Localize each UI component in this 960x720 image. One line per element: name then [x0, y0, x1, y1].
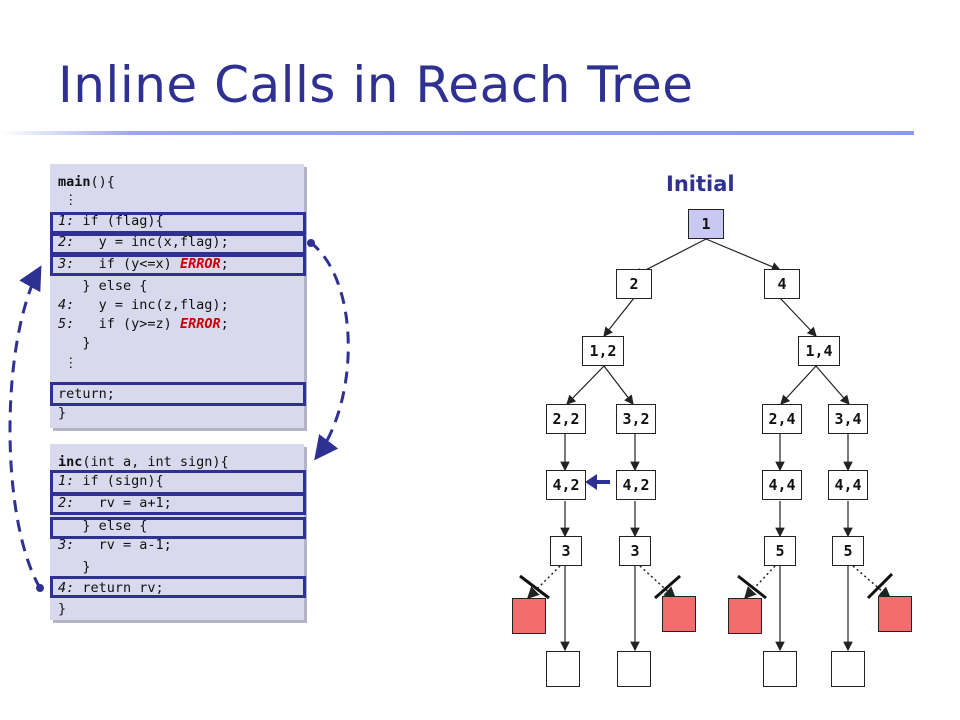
infeasible-cut [866, 572, 894, 600]
tree-node: 3,2 [616, 404, 656, 434]
main-code-end-brace: } [58, 405, 67, 421]
error-keyword: ERROR [179, 316, 221, 332]
error-keyword: ERROR [179, 256, 221, 272]
tree-node: 4 [764, 269, 800, 299]
highlight-main-line-1 [50, 212, 306, 234]
slide-title: Inline Calls in Reach Tree [58, 56, 694, 114]
main-code-line-0: main(){ [58, 174, 115, 190]
infeasible-cut [737, 574, 767, 600]
error-node [512, 598, 546, 634]
highlight-main-line-2 [50, 233, 306, 255]
main-code-ellipsis-2: ⋮ [64, 355, 78, 371]
main-code-ellipsis-1: ⋮ [64, 192, 78, 208]
inc-code-line-2: 2: rv = a+1; [58, 495, 172, 511]
tree-edge [779, 297, 817, 337]
main-code-close-brace: } [58, 335, 91, 351]
title-underline [0, 131, 914, 135]
highlight-inc-else [50, 517, 306, 539]
error-node [878, 596, 912, 632]
pointer-arrow-head [585, 474, 597, 490]
tree-node: 4,2 [546, 470, 586, 500]
return-arrow-start [36, 584, 44, 592]
tree-node: 2 [616, 269, 652, 299]
main-code-line-1: 1: if (flag){ [58, 213, 164, 229]
tree-node: 2,2 [546, 404, 586, 434]
infeasible-cut [519, 574, 550, 600]
leaf-node [763, 651, 797, 687]
leaf-node [617, 651, 651, 687]
highlight-inc-return [50, 576, 306, 598]
highlight-main-line-3 [50, 254, 306, 276]
infeasible-edge [743, 565, 776, 600]
highlight-main-return [50, 382, 306, 406]
tree-edge [815, 365, 850, 405]
tree-node: 3,4 [828, 404, 868, 434]
tree-state-label: Initial [666, 172, 735, 196]
highlight-inc-line-2 [50, 493, 306, 515]
tree-edge [603, 365, 634, 405]
inc-code-end-brace: } [58, 601, 67, 617]
tree-node: 4,2 [616, 470, 656, 500]
inc-code-else: } else { [58, 518, 148, 534]
tree-node: 5 [832, 536, 864, 566]
tree-node: 1,2 [582, 336, 624, 366]
main-code-line-2: 2: y = inc(x,flag); [58, 234, 229, 250]
main-code-else: } else { [58, 278, 148, 294]
return-arrow [8, 265, 42, 589]
tree-edge [780, 365, 817, 405]
main-code-return: return; [58, 386, 115, 402]
leaf-node [831, 651, 865, 687]
main-code-line-5: 5: if (y>=z) ERROR; [58, 316, 229, 332]
leaf-node [546, 651, 580, 687]
inc-code-line-0: inc(int a, int sign){ [58, 454, 229, 470]
main-code-line-3: 3: if (y<=x) ERROR; [58, 256, 229, 272]
error-node [728, 598, 762, 634]
tree-node: 4,4 [762, 470, 802, 500]
call-arrow-start [307, 239, 315, 247]
tree-edge [566, 365, 605, 405]
inc-code-line-4: 4: return rv; [58, 580, 164, 596]
inc-code-close-brace: } [58, 559, 91, 575]
inc-code-box: inc(int a, int sign){ 1: if (sign){ 2: r… [50, 444, 304, 620]
inc-code-line-3: 3: rv = a-1; [58, 537, 172, 553]
infeasible-edge [639, 565, 677, 600]
tree-node: 3 [619, 536, 651, 566]
infeasible-cut [654, 574, 681, 600]
main-code-line-4: 4: y = inc(z,flag); [58, 297, 229, 313]
inc-code-line-1: 1: if (sign){ [58, 473, 164, 489]
call-arrow [309, 240, 350, 461]
tree-edge [603, 297, 635, 337]
tree-edge [705, 238, 782, 272]
tree-node-root: 1 [688, 209, 724, 239]
error-node [662, 596, 696, 632]
tree-node: 4,4 [828, 470, 868, 500]
tree-node: 2,4 [762, 404, 802, 434]
tree-node: 3 [550, 536, 582, 566]
tree-node: 5 [764, 536, 796, 566]
tree-node: 1,4 [798, 336, 840, 366]
infeasible-edge [852, 565, 892, 599]
